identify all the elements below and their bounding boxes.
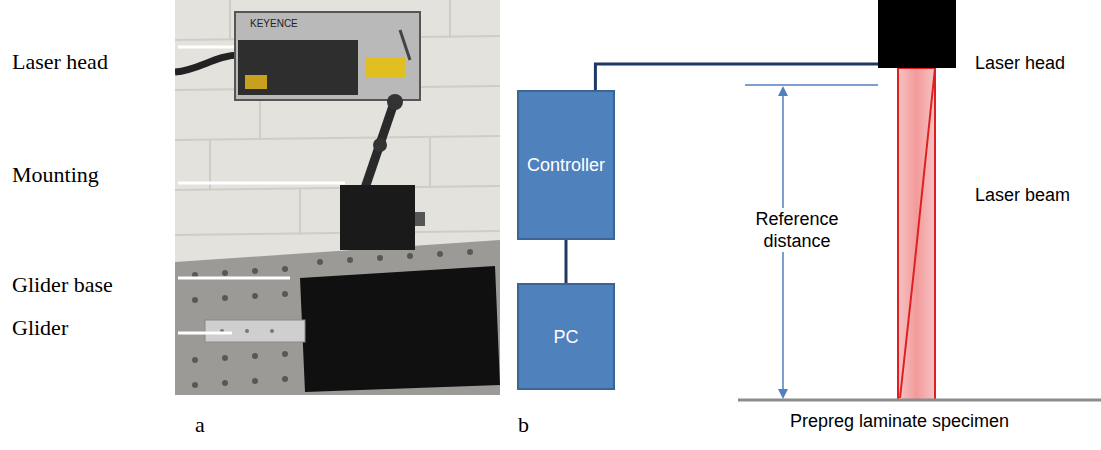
dimension-label: Reference distance (742, 208, 852, 252)
node-label: PC (553, 326, 578, 348)
cable-line (595, 64, 878, 90)
pc-box: PC (517, 283, 615, 390)
node-label: Controller (527, 154, 605, 176)
setup-photo (175, 0, 500, 395)
cable-line (565, 240, 568, 283)
laser-head-box: Laser head (878, 0, 956, 68)
panel-letter: b (518, 412, 529, 438)
part-label: Glider base (12, 272, 113, 298)
brand-text: KEYENCE (250, 18, 298, 30)
part-label: Laser beam (975, 184, 1070, 206)
specimen-surface (738, 399, 1101, 402)
part-label: Glider (12, 315, 68, 341)
laser-beam (898, 68, 935, 400)
node-label: Laser head (975, 52, 1065, 74)
controller-box: Controller (517, 90, 615, 240)
panel-letter: a (195, 412, 205, 438)
part-label: Prepreg laminate specimen (790, 410, 1009, 432)
part-label: Laser head (12, 49, 108, 75)
part-label: Mounting (12, 162, 99, 188)
